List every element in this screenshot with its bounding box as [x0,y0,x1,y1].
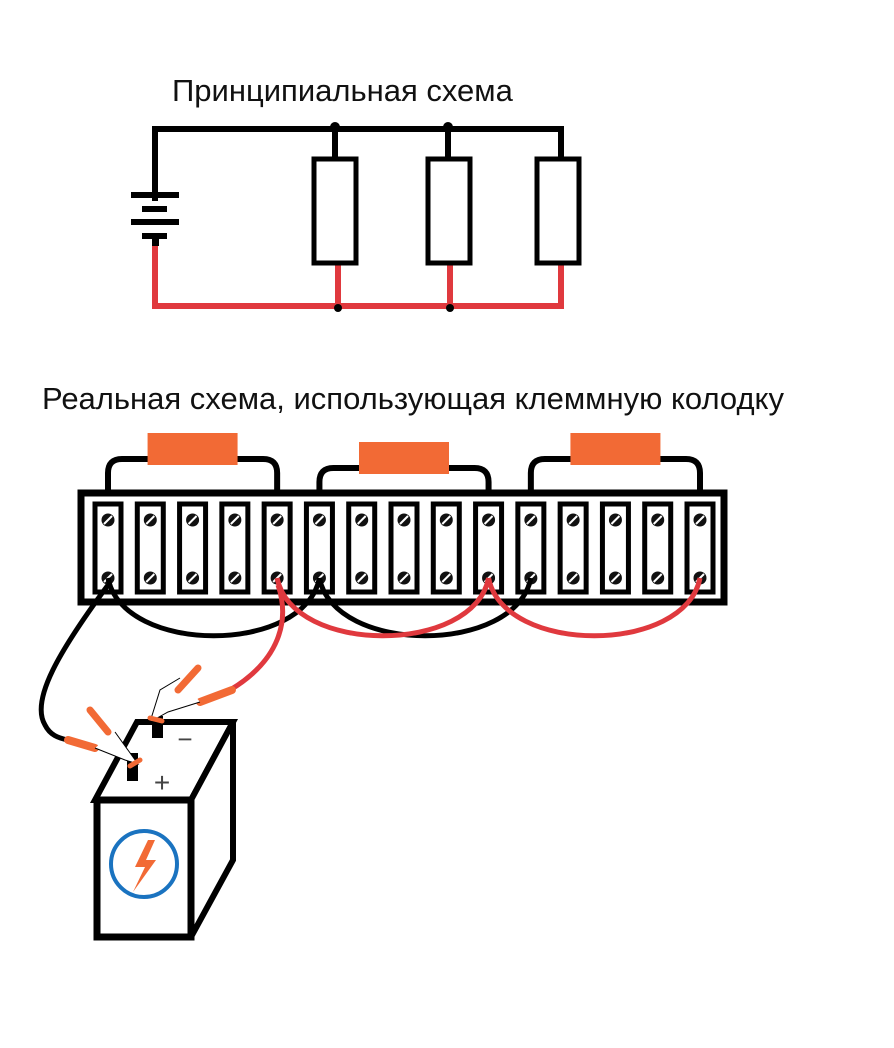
schematic-resistor-3 [534,156,582,266]
screw-icon [312,513,326,527]
negative-post [152,716,163,738]
jumper-wire-red [274,577,492,639]
screw-icon [143,571,157,585]
screw-icon [186,513,200,527]
screw-icon [482,513,496,527]
battery-symbol [131,192,179,246]
screw-icon [566,513,580,527]
terminal [303,501,335,595]
screw-icon [186,571,200,585]
screw-icon [651,571,665,585]
terminal-strips [92,501,716,595]
terminal-strip [557,501,589,595]
resistor-3 [570,433,661,465]
terminal [557,501,589,595]
screw-icon [524,513,538,527]
terminal [430,501,462,595]
positive-clamp [64,706,143,769]
screw-icon [693,513,707,527]
screw-icon [397,571,411,585]
screw-icon [651,513,665,527]
screw-icon [397,513,411,527]
red-battery-lead [228,584,286,693]
junction-dot [443,122,453,132]
junction-dot [334,304,342,312]
plus-label: + [154,767,170,798]
terminal [599,501,631,595]
terminal [261,501,293,595]
screw-icon [101,513,115,527]
terminal [473,501,505,595]
schematic-black-wires [152,126,564,201]
junction-dot [446,304,454,312]
screw-icon [228,571,242,585]
resistor-leads [105,433,703,506]
black-battery-lead [38,583,111,743]
resistor-1 [147,433,238,465]
jumper-wire-red [486,577,703,639]
screw-icon [439,513,453,527]
schematic-red-wires [152,246,564,309]
terminal [388,501,420,595]
terminal [92,501,124,595]
schematic-resistor-1 [311,156,359,266]
screw-icon [143,513,157,527]
jumper-wire-black [105,577,322,639]
jumper-wires [105,577,703,639]
junction-dot [330,122,340,132]
resistor-2 [359,442,449,474]
screw-icon [270,513,284,527]
terminal [177,501,209,595]
schematic-resistor-2 [425,156,473,266]
terminal [684,501,716,595]
jumper-wire-black [316,577,534,639]
battery-icon-ring [109,829,179,899]
schematic-title: Принципиальная схема [172,73,513,108]
terminal [346,501,378,595]
lightning-bolt-icon [133,840,156,892]
real-circuit-title: Реальная схема, использующая клеммную ко… [42,381,784,416]
screw-icon [355,513,369,527]
negative-clamp [147,664,236,724]
terminal [134,501,166,595]
battery: − + [89,716,239,941]
terminal [219,501,251,595]
screw-icon [608,513,622,527]
terminal [642,501,674,595]
screw-icon [355,571,369,585]
screw-icon [228,513,242,527]
minus-label: − [177,724,192,754]
screw-icon [439,571,453,585]
screw-icon [608,571,622,585]
screw-icon [566,571,580,585]
